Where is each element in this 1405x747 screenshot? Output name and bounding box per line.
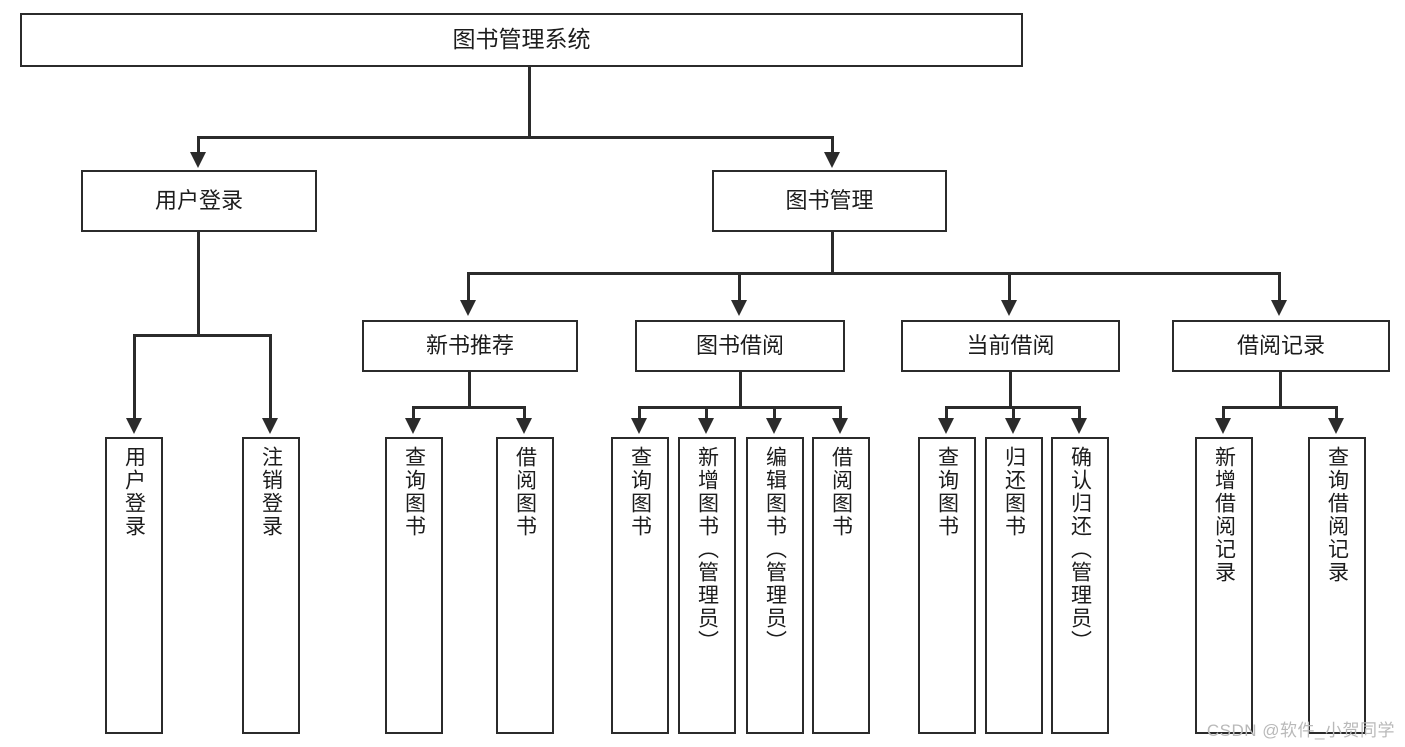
- connector-bm-drop-2: [738, 272, 741, 302]
- leaf-current-borrow-3[interactable]: 确认归还（管理员）: [1051, 437, 1109, 734]
- connector-bm-drop-1: [467, 272, 470, 302]
- connector-cb-drop-2: [1012, 406, 1015, 420]
- connector-book-management-bus: [467, 272, 1281, 275]
- leaf-new-book-recommend-1[interactable]: 查询图书: [385, 437, 443, 734]
- leaf-borrow-record-2[interactable]: 查询借阅记录: [1308, 437, 1366, 734]
- node-label: 借阅图书: [513, 446, 537, 538]
- arrowhead-nbr-leaf-1: [405, 418, 421, 434]
- connector-nbr-trunk: [468, 372, 471, 408]
- connector-user-login-drop-1: [133, 334, 136, 420]
- node-label: 图书管理系统: [452, 26, 591, 53]
- node-label: 查询借阅记录: [1325, 446, 1349, 584]
- node-label: 图书借阅: [695, 332, 784, 358]
- node-new-book-recommend[interactable]: 新书推荐: [362, 320, 578, 372]
- arrowhead-br-leaf-1: [1215, 418, 1231, 434]
- node-label: 新增借阅记录: [1212, 446, 1236, 584]
- node-label: 借阅图书: [829, 446, 853, 538]
- connector-br-bus: [1222, 406, 1338, 409]
- arrowhead-bb-leaf-3: [766, 418, 782, 434]
- node-borrow-record[interactable]: 借阅记录: [1172, 320, 1390, 372]
- node-label: 确认归还（管理员）: [1068, 446, 1092, 653]
- node-label: 新增图书（管理员）: [695, 446, 719, 653]
- arrowhead-root-to-user-login: [190, 152, 206, 168]
- arrowhead-cb-leaf-1: [938, 418, 954, 434]
- connector-root-trunk: [528, 67, 531, 139]
- leaf-new-book-recommend-2[interactable]: 借阅图书: [496, 437, 554, 734]
- arrowhead-cb-leaf-2: [1005, 418, 1021, 434]
- arrowhead-bm-to-borrow-record: [1271, 300, 1287, 316]
- node-book-borrow[interactable]: 图书借阅: [635, 320, 845, 372]
- node-book-management[interactable]: 图书管理: [712, 170, 947, 232]
- arrowhead-user-login-leaf-2: [262, 418, 278, 434]
- connector-root-to-user-login: [197, 136, 200, 156]
- connector-nbr-drop-2: [523, 406, 526, 420]
- leaf-book-borrow-4[interactable]: 借阅图书: [812, 437, 870, 734]
- node-label: 归还图书: [1002, 446, 1026, 538]
- node-label: 用户登录: [122, 446, 146, 538]
- node-label: 当前借阅: [966, 332, 1055, 358]
- leaf-book-borrow-1[interactable]: 查询图书: [611, 437, 669, 734]
- node-label: 借阅记录: [1236, 332, 1325, 358]
- connector-bb-drop-4: [839, 406, 842, 420]
- node-label: 查询图书: [402, 446, 426, 538]
- connector-bm-drop-3: [1008, 272, 1011, 302]
- connector-book-management-trunk: [831, 232, 834, 274]
- connector-cb-drop-1: [945, 406, 948, 420]
- connector-br-trunk: [1279, 372, 1282, 408]
- leaf-current-borrow-2[interactable]: 归还图书: [985, 437, 1043, 734]
- node-label: 用户登录: [154, 187, 243, 213]
- connector-user-login-trunk: [197, 232, 200, 336]
- arrowhead-bm-to-new-book-recommend: [460, 300, 476, 316]
- connector-cb-trunk: [1009, 372, 1012, 408]
- arrowhead-nbr-leaf-2: [516, 418, 532, 434]
- node-current-borrow[interactable]: 当前借阅: [901, 320, 1120, 372]
- node-root-book-management-system[interactable]: 图书管理系统: [20, 13, 1023, 67]
- connector-bb-bus: [638, 406, 842, 409]
- connector-nbr-bus: [412, 406, 526, 409]
- leaf-book-borrow-3[interactable]: 编辑图书（管理员）: [746, 437, 804, 734]
- arrowhead-bm-to-current-borrow: [1001, 300, 1017, 316]
- arrowhead-user-login-leaf-1: [126, 418, 142, 434]
- node-label: 查询图书: [935, 446, 959, 538]
- leaf-current-borrow-1[interactable]: 查询图书: [918, 437, 976, 734]
- connector-bb-drop-2: [705, 406, 708, 420]
- leaf-user-login-2[interactable]: 注销登录: [242, 437, 300, 734]
- connector-bb-drop-1: [638, 406, 641, 420]
- connector-bb-trunk: [739, 372, 742, 408]
- connector-user-login-drop-2: [269, 334, 272, 420]
- node-label: 查询图书: [628, 446, 652, 538]
- arrowhead-bm-to-book-borrow: [731, 300, 747, 316]
- node-label: 注销登录: [259, 446, 283, 538]
- arrowhead-bb-leaf-1: [631, 418, 647, 434]
- node-label: 新书推荐: [425, 332, 514, 358]
- connector-bm-drop-4: [1278, 272, 1281, 302]
- leaf-book-borrow-2[interactable]: 新增图书（管理员）: [678, 437, 736, 734]
- connector-root-bus: [197, 136, 834, 139]
- connector-root-to-book-management: [831, 136, 834, 156]
- connector-user-login-bus: [133, 334, 271, 337]
- connector-bb-drop-3: [773, 406, 776, 420]
- leaf-user-login-1[interactable]: 用户登录: [105, 437, 163, 734]
- connector-cb-drop-3: [1078, 406, 1081, 420]
- connector-br-drop-2: [1335, 406, 1338, 420]
- arrowhead-bb-leaf-2: [698, 418, 714, 434]
- arrowhead-bb-leaf-4: [832, 418, 848, 434]
- connector-nbr-drop-1: [412, 406, 415, 420]
- node-label: 编辑图书（管理员）: [763, 446, 787, 653]
- arrowhead-br-leaf-2: [1328, 418, 1344, 434]
- arrowhead-cb-leaf-3: [1071, 418, 1087, 434]
- leaf-borrow-record-1[interactable]: 新增借阅记录: [1195, 437, 1253, 734]
- connector-br-drop-1: [1222, 406, 1225, 420]
- arrowhead-root-to-book-management: [824, 152, 840, 168]
- node-label: 图书管理: [785, 187, 874, 213]
- node-user-login[interactable]: 用户登录: [81, 170, 317, 232]
